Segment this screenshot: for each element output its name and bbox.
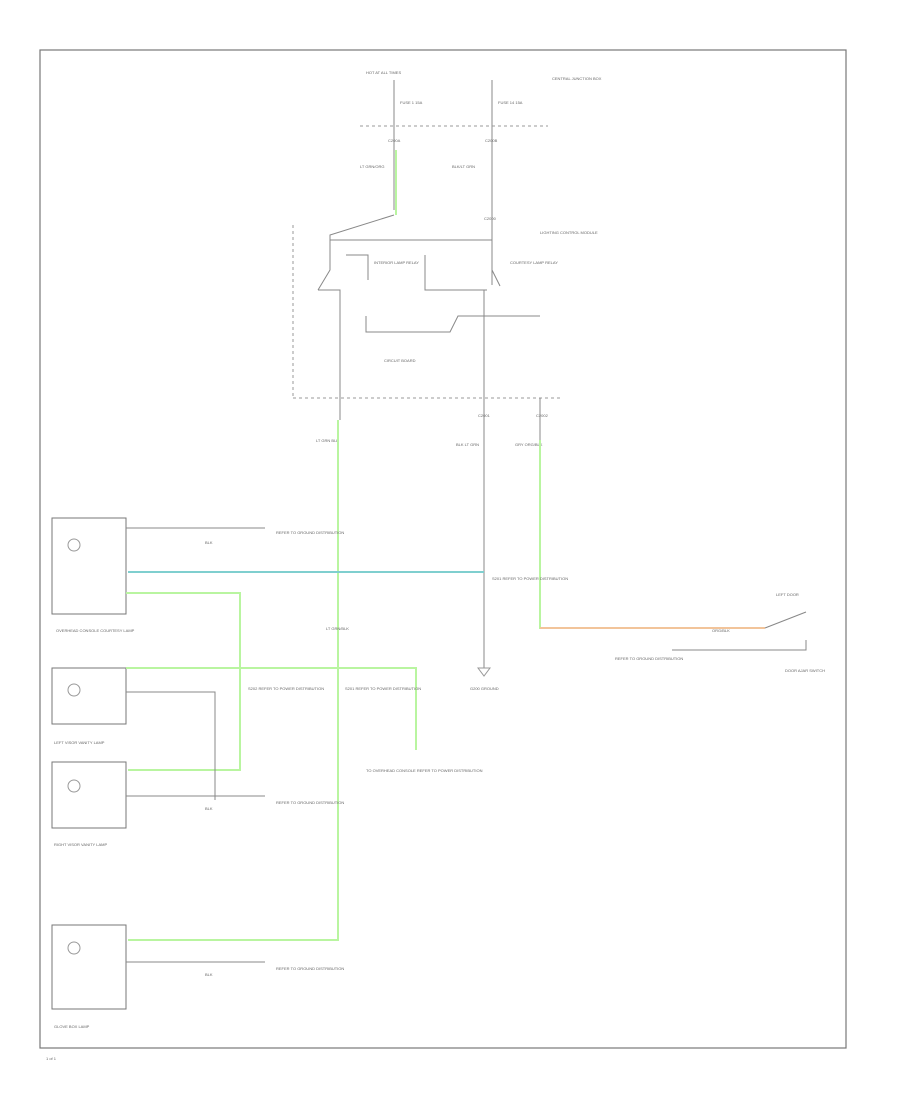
junction-box-label: CENTRAL JUNCTION BOX (552, 76, 602, 81)
relay-right-arm (491, 240, 501, 287)
lamp1-name: OVERHEAD CONSOLE COURTESY LAMP (56, 628, 135, 633)
relay-right-label: COURTESY LAMP RELAY (510, 260, 558, 265)
door-switch-ground (672, 640, 807, 651)
door-switch-label: DOOR AJAR SWITCH (785, 668, 825, 673)
module-name: LIGHTING CONTROL MODULE (540, 230, 598, 235)
lamp2-ground-wire (126, 691, 216, 800)
fuse-left-label: FUSE 1 15A (400, 100, 423, 105)
lamp4-name: GLOVE BOX LAMP (54, 1024, 90, 1029)
page-number: 1 of 1 (46, 1056, 57, 1061)
green-wire-main (128, 420, 339, 941)
door-switch-contact (764, 611, 807, 629)
lamp3-name: RIGHT VISOR VANITY LAMP (54, 842, 107, 847)
lamp1-ground-wire-label: BLK (205, 540, 213, 545)
circuit-board-trace (365, 315, 540, 333)
lamp1-ground-ref: REFER TO GROUND DISTRIBUTION (276, 530, 344, 535)
conn-right-top: C200B (485, 138, 498, 143)
lamp3-box (51, 761, 127, 829)
module-out-left (318, 289, 341, 420)
module-connector: C2000 (484, 216, 497, 221)
lamp4-ground-wire-label: BLK (205, 972, 213, 977)
lamp2-green-wire (126, 667, 417, 750)
wire-right-top-label: BLK/LT GRN (452, 164, 475, 169)
conn-bottom-mid: C2001 (478, 413, 491, 418)
conn-bottom-right: C2002 (536, 413, 549, 418)
door-ground-label: REFER TO GROUND DISTRIBUTION (615, 656, 683, 661)
relay-right-frame (424, 255, 487, 291)
green-wire-right (539, 440, 765, 629)
lamp1-bulb-icon (67, 538, 81, 552)
lamp3-ground-wire-label: BLK (205, 806, 213, 811)
lamp2-bulb-icon (67, 683, 81, 697)
lamp4-ground-ref: REFER TO GROUND DISTRIBUTION (276, 966, 344, 971)
relay-left-label: INTERIOR LAMP RELAY (374, 260, 419, 265)
wire-bottom-mid-label: BLK LT GRN (456, 442, 479, 447)
wire-bottom-left-label: LT GRN BLK (316, 438, 339, 443)
wire-bottom-right-label: GRY ORG/BLK (515, 442, 543, 447)
splice-1b: S201 REFER TO POWER DISTRIBUTION (345, 686, 421, 691)
lamp3-bulb-icon (67, 779, 81, 793)
lamp3-ground-ref: REFER TO GROUND DISTRIBUTION (276, 800, 344, 805)
diagram-border (39, 49, 847, 1049)
conn-left-top: C200A (388, 138, 401, 143)
fuse-right-label: FUSE 14 15A (498, 100, 523, 105)
top-right-note: LEFT DOOR (776, 592, 799, 597)
to-connector-label: TO OVERHEAD CONSOLE REFER TO POWER DISTR… (366, 768, 483, 773)
lamp1-box (51, 517, 127, 615)
lamp2-name: LEFT VISOR VANITY LAMP (54, 740, 105, 745)
door-wire-label: ORG/BLK (712, 628, 730, 633)
splice-1: S201 REFER TO POWER DISTRIBUTION (492, 576, 568, 581)
module-internal-label: CIRCUIT BOARD (384, 358, 416, 363)
fuse-box-label: HOT AT ALL TIMES (366, 70, 401, 75)
lamp1-green-wire (126, 592, 241, 771)
splice-2: S202 REFER TO POWER DISTRIBUTION (248, 686, 324, 691)
lamp2-box (51, 667, 127, 725)
ground-icon (477, 667, 491, 677)
lamp4-box (51, 924, 127, 1010)
vertical-wire-label: LT GRN/BLK (326, 626, 349, 631)
lamp4-bulb-icon (67, 941, 81, 955)
wire-left-top-label: LT GRN/ORG (360, 164, 385, 169)
ground-mid-label: G200 GROUND (470, 686, 499, 691)
relay-left-arm (317, 214, 395, 291)
relay-left-coil (346, 254, 369, 280)
